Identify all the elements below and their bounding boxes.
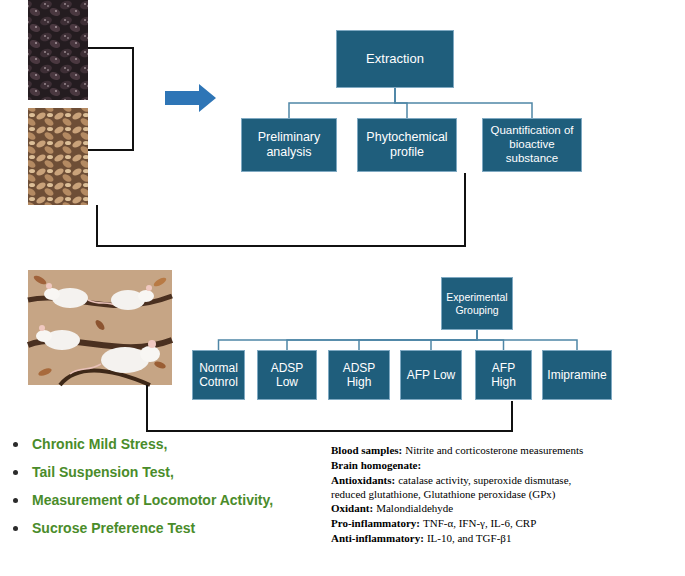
bullet-dot — [13, 526, 18, 531]
tree-connector — [287, 330, 477, 350]
illustration-bg — [28, 270, 172, 385]
bullet-dot — [13, 498, 18, 503]
rat-ear — [39, 325, 45, 331]
method-item: Measurement of Locomotor Activity, — [32, 492, 273, 508]
rat — [44, 283, 116, 308]
bullet-dot — [13, 442, 18, 447]
process-box: Extraction — [336, 30, 454, 88]
box-label: ADSP High — [331, 361, 387, 390]
rat — [36, 325, 80, 350]
measurement-text: Nitrite and corticosterone measurements — [405, 444, 583, 456]
rat-ear — [46, 283, 52, 289]
rat-ear — [146, 285, 152, 291]
rat-head — [138, 290, 154, 302]
measurement-heading: Anti-inflammatory: — [331, 532, 424, 544]
bracket-line — [88, 48, 133, 150]
leaf — [94, 318, 106, 331]
box-label: ADSP Low — [260, 361, 314, 390]
leaf — [153, 360, 166, 370]
box-label: Preliminary analysis — [244, 130, 334, 160]
box-label: AFP High — [478, 361, 529, 390]
measurement-line: Blood samples:Nitrite and corticosterone… — [331, 443, 603, 457]
box-label: Extraction — [366, 51, 424, 67]
box-label: Imipramine — [547, 368, 606, 382]
bracket-line — [97, 173, 465, 246]
measurement-line: Brain homogenate: — [331, 458, 603, 472]
bean-photo — [28, 0, 88, 100]
box-label: Normal Cotnrol — [195, 361, 242, 390]
tree-connector — [359, 330, 477, 350]
tree-connector — [477, 330, 577, 350]
process-box: ADSP High — [328, 350, 390, 400]
measurement-heading: Pro-inflammatory: — [331, 517, 420, 529]
block-arrow — [165, 84, 216, 112]
process-box: Normal Cotnrol — [192, 350, 245, 400]
leaf — [152, 276, 167, 288]
measurement-heading: Brain homogenate: — [331, 459, 421, 471]
box-label: Quantification of bioactive substance — [485, 124, 579, 165]
measurement-line: Anti-inflammatory:IL-10, and TGF-β1 — [331, 531, 603, 545]
rat-head — [44, 288, 60, 300]
leaf — [37, 367, 52, 377]
process-box: Phytochemical profile — [357, 118, 457, 172]
measurement-heading: Antioxidants: — [331, 474, 395, 486]
method-item: Chronic Mild Stress, — [32, 436, 167, 452]
process-box: ADSP Low — [257, 350, 317, 400]
leaf — [32, 274, 47, 286]
process-box: AFP High — [475, 350, 532, 400]
measurement-text: IL-10, and TGF-β1 — [427, 532, 512, 544]
measurement-heading: Blood samples: — [331, 444, 402, 456]
box-label: Phytochemical profile — [360, 130, 454, 160]
process-box: Quantification of bioactive substance — [482, 118, 582, 172]
rat — [70, 340, 160, 374]
rat-head — [36, 330, 52, 342]
tree-connector — [431, 330, 477, 350]
measurement-line: Antioxidants:catalase activity, superoxi… — [331, 473, 603, 501]
rat-head — [140, 346, 160, 362]
process-box: Imipramine — [542, 350, 612, 400]
rat-illustration — [28, 270, 172, 385]
box-label: AFP Low — [407, 368, 455, 382]
process-box: AFP Low — [400, 350, 462, 400]
tree-connector — [219, 330, 478, 350]
seed-photo — [28, 108, 88, 205]
rat-ear — [148, 340, 156, 348]
method-item: Tail Suspension Test, — [32, 464, 174, 480]
rat-tail — [70, 364, 101, 374]
measurement-text: Malondialdehyde — [376, 502, 453, 514]
tree-connector — [395, 88, 532, 118]
process-box: Preliminary analysis — [241, 118, 337, 172]
process-box: Experimental Grouping — [441, 277, 513, 330]
tree-connector — [289, 88, 395, 118]
measurement-line: Pro-inflammatory:TNF-α, IFN-γ, IL-6, CRP — [331, 516, 603, 530]
measurement-line: Oxidant:Malondialdehyde — [331, 501, 603, 515]
measurement-heading: Oxidant: — [331, 502, 373, 514]
measurement-text: TNF-α, IFN-γ, IL-6, CRP — [423, 517, 536, 529]
box-label: Experimental Grouping — [444, 291, 510, 316]
bullet-dot — [13, 470, 18, 475]
rat — [111, 285, 154, 310]
method-item: Sucrose Preference Test — [32, 520, 195, 536]
